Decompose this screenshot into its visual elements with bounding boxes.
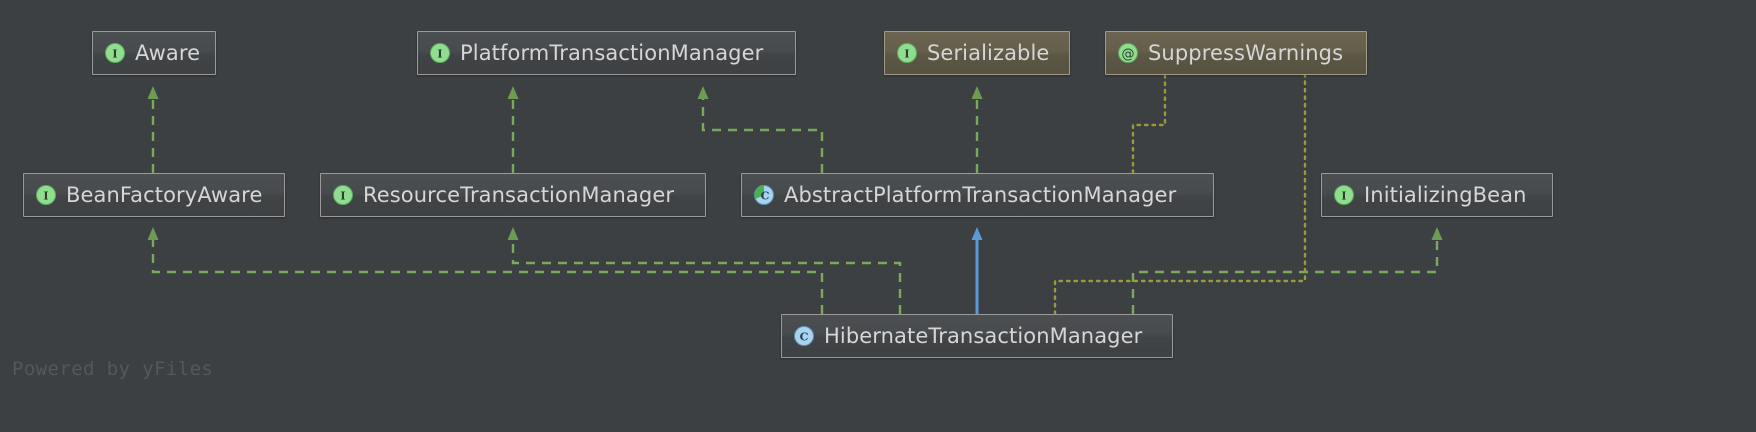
edge-abstract-platform-transaction-manager-to-platform-transaction-manager[interactable]	[697, 86, 824, 173]
node-label: AbstractPlatformTransactionManager	[784, 182, 1177, 207]
abstract-class-icon: C	[753, 184, 775, 206]
edge-hibernate-transaction-manager-to-initializing-bean[interactable]	[1131, 227, 1443, 314]
node-platform-transaction-manager[interactable]: I PlatformTransactionManager	[417, 31, 796, 75]
node-bean-factory-aware[interactable]: I BeanFactoryAware	[23, 173, 285, 217]
node-label: InitializingBean	[1364, 182, 1527, 207]
svg-text:I: I	[340, 190, 345, 203]
svg-text:I: I	[112, 48, 117, 61]
svg-text:I: I	[43, 190, 48, 203]
edge-hibernate-transaction-manager-to-resource-transaction-manager[interactable]	[507, 227, 902, 314]
edge-hibernate-transaction-manager-to-bean-factory-aware[interactable]	[147, 227, 824, 314]
node-label: Aware	[135, 40, 201, 65]
svg-text:I: I	[1341, 190, 1346, 203]
node-suppress-warnings[interactable]: @ SuppressWarnings	[1105, 31, 1367, 75]
interface-icon: I	[429, 42, 451, 64]
interface-icon: I	[1333, 184, 1355, 206]
svg-text:I: I	[437, 48, 442, 61]
edge-abstract-platform-transaction-manager-to-suppress-warnings[interactable]	[1131, 73, 1167, 175]
edge-hibernate-transaction-manager-to-suppress-warnings[interactable]	[1053, 73, 1307, 316]
node-label: HibernateTransactionManager	[824, 323, 1143, 348]
node-serializable[interactable]: I Serializable	[884, 31, 1070, 75]
node-label: BeanFactoryAware	[66, 182, 263, 207]
svg-text:I: I	[904, 48, 909, 61]
node-initializing-bean[interactable]: I InitializingBean	[1321, 173, 1553, 217]
node-resource-transaction-manager[interactable]: I ResourceTransactionManager	[320, 173, 706, 217]
annotation-icon: @	[1117, 42, 1139, 64]
svg-text:C: C	[761, 190, 770, 203]
node-aware[interactable]: I Aware	[92, 31, 216, 75]
node-hibernate-transaction-manager[interactable]: C HibernateTransactionManager	[781, 314, 1173, 358]
node-abstract-platform-transaction-manager[interactable]: C AbstractPlatformTransactionManager	[741, 173, 1214, 217]
node-label: Serializable	[927, 40, 1050, 65]
interface-icon: I	[104, 42, 126, 64]
class-icon: C	[793, 325, 815, 347]
svg-text:C: C	[800, 331, 809, 344]
interface-icon: I	[332, 184, 354, 206]
interface-icon: I	[896, 42, 918, 64]
svg-text:@: @	[1122, 47, 1135, 62]
node-label: PlatformTransactionManager	[460, 40, 764, 65]
node-label: ResourceTransactionManager	[363, 182, 675, 207]
yfiles-watermark: Powered by yFiles	[12, 358, 214, 380]
interface-icon: I	[35, 184, 57, 206]
node-label: SuppressWarnings	[1148, 40, 1344, 65]
